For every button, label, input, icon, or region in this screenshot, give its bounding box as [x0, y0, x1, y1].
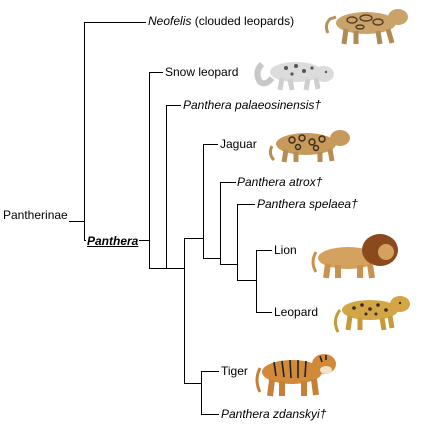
jaguar-illustration	[268, 130, 350, 163]
genus-label: Panthera	[86, 234, 140, 248]
snow-leopard-illustration	[254, 61, 334, 91]
leopard-label: Leopard	[273, 305, 320, 319]
palaeosinensis-label: Panthera palaeosinensis†	[182, 98, 323, 112]
clouded-leopard-illustration	[324, 9, 408, 45]
atrox-label: Panthera atrox†	[236, 175, 324, 189]
lion-illustration	[311, 234, 398, 279]
zdanskyi-label: Panthera zdanskyi†	[220, 407, 328, 421]
tiger-label: Tiger	[220, 364, 249, 378]
snow-leopard-label: Snow leopard	[164, 65, 240, 79]
jaguar-label: Jaguar	[219, 137, 258, 151]
root-label: Pantherinae	[2, 208, 69, 222]
neofelis-label: Neofelis (clouded leopards)	[147, 14, 296, 28]
lion-label: Lion	[273, 243, 298, 257]
leopard-illustration	[333, 296, 410, 333]
spelaea-label: Panthera spelaea†	[256, 197, 359, 211]
tiger-illustration	[255, 354, 336, 397]
